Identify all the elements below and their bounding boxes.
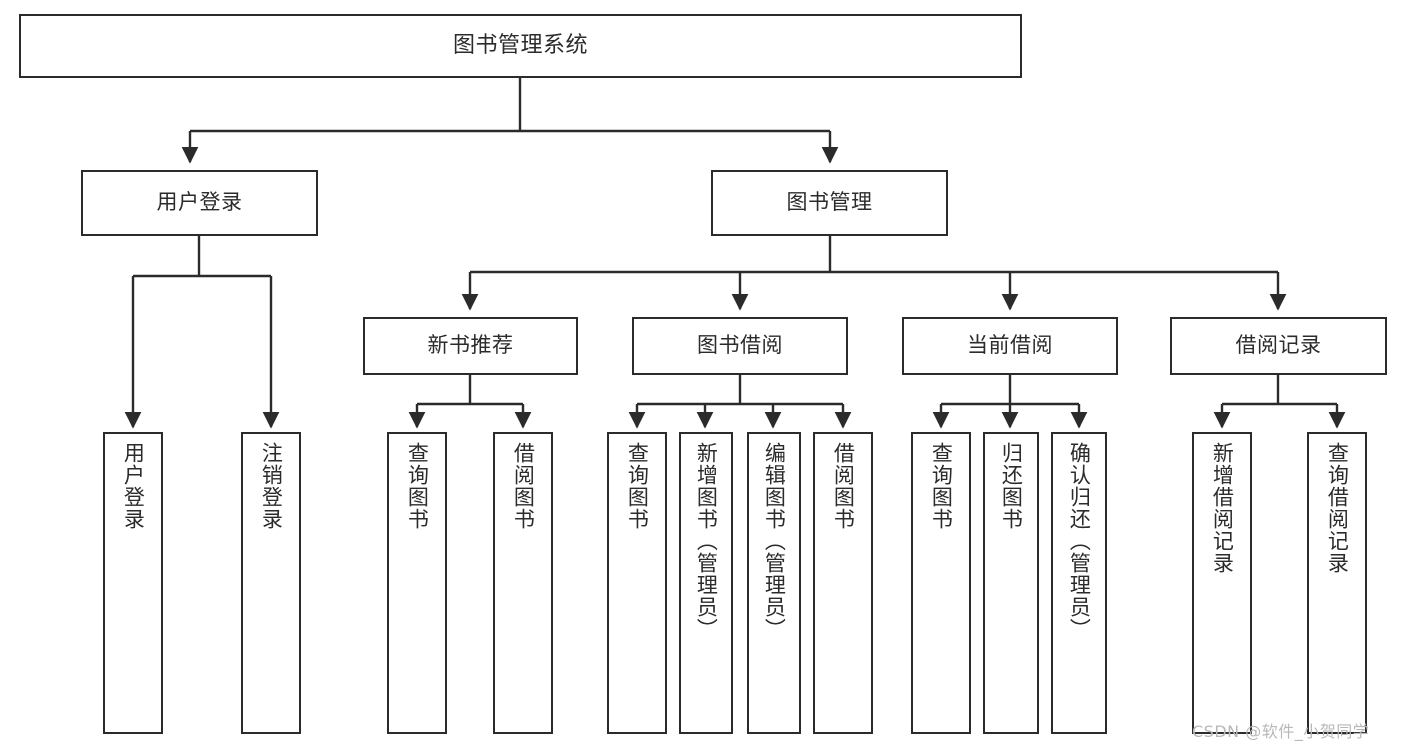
node-label: 查询图书 (929, 442, 954, 530)
leaf-record-query-record[interactable]: 查询借阅记录 (1307, 432, 1367, 734)
node-label: 查询图书 (405, 442, 430, 530)
node-label: 图书管理系统 (452, 32, 588, 58)
node-label: 用户登录 (121, 442, 146, 530)
node-label: 图书借阅 (697, 333, 783, 358)
leaf-borrow-add-book-admin[interactable]: 新增图书（管理员） (679, 432, 733, 734)
node-new-book-recommend[interactable]: 新书推荐 (363, 317, 578, 375)
leaf-borrow-borrow-book[interactable]: 借阅图书 (813, 432, 873, 734)
leaf-record-add-record[interactable]: 新增借阅记录 (1192, 432, 1252, 734)
leaf-current-return-book[interactable]: 归还图书 (983, 432, 1039, 734)
node-label: 借阅图书 (511, 442, 536, 530)
node-borrow-record[interactable]: 借阅记录 (1170, 317, 1387, 375)
node-label: 查询借阅记录 (1325, 442, 1350, 574)
node-label: 图书管理 (786, 190, 873, 215)
watermark-csdn: CSDN @软件_小贺同学 (1192, 722, 1370, 741)
node-label: 查询图书 (625, 442, 650, 530)
leaf-recommend-query-book[interactable]: 查询图书 (387, 432, 447, 734)
node-label: 归还图书 (999, 442, 1024, 530)
node-root-system[interactable]: 图书管理系统 (19, 14, 1022, 78)
node-book-management[interactable]: 图书管理 (711, 170, 948, 236)
leaf-borrow-query-book[interactable]: 查询图书 (607, 432, 667, 734)
node-book-borrow[interactable]: 图书借阅 (632, 317, 848, 375)
node-label: 借阅记录 (1235, 333, 1322, 358)
node-label: 用户登录 (156, 190, 243, 215)
node-label: 新增借阅记录 (1210, 442, 1235, 574)
leaf-user-login-signin[interactable]: 用户登录 (103, 432, 163, 734)
node-label: 注销登录 (259, 442, 284, 530)
leaf-borrow-edit-book-admin[interactable]: 编辑图书（管理员） (747, 432, 801, 734)
node-label: 当前借阅 (967, 333, 1053, 358)
node-label: 新增图书（管理员） (694, 442, 719, 640)
node-label: 新书推荐 (427, 333, 514, 358)
leaf-user-login-signout[interactable]: 注销登录 (241, 432, 301, 734)
node-current-borrow[interactable]: 当前借阅 (902, 317, 1118, 375)
leaf-current-query-book[interactable]: 查询图书 (911, 432, 971, 734)
node-user-login[interactable]: 用户登录 (81, 170, 318, 236)
leaf-recommend-borrow-book[interactable]: 借阅图书 (493, 432, 553, 734)
node-label: 编辑图书（管理员） (762, 442, 787, 640)
node-label: 借阅图书 (831, 442, 856, 530)
node-label: 确认归还（管理员） (1067, 442, 1092, 640)
leaf-current-confirm-return-admin[interactable]: 确认归还（管理员） (1051, 432, 1107, 734)
